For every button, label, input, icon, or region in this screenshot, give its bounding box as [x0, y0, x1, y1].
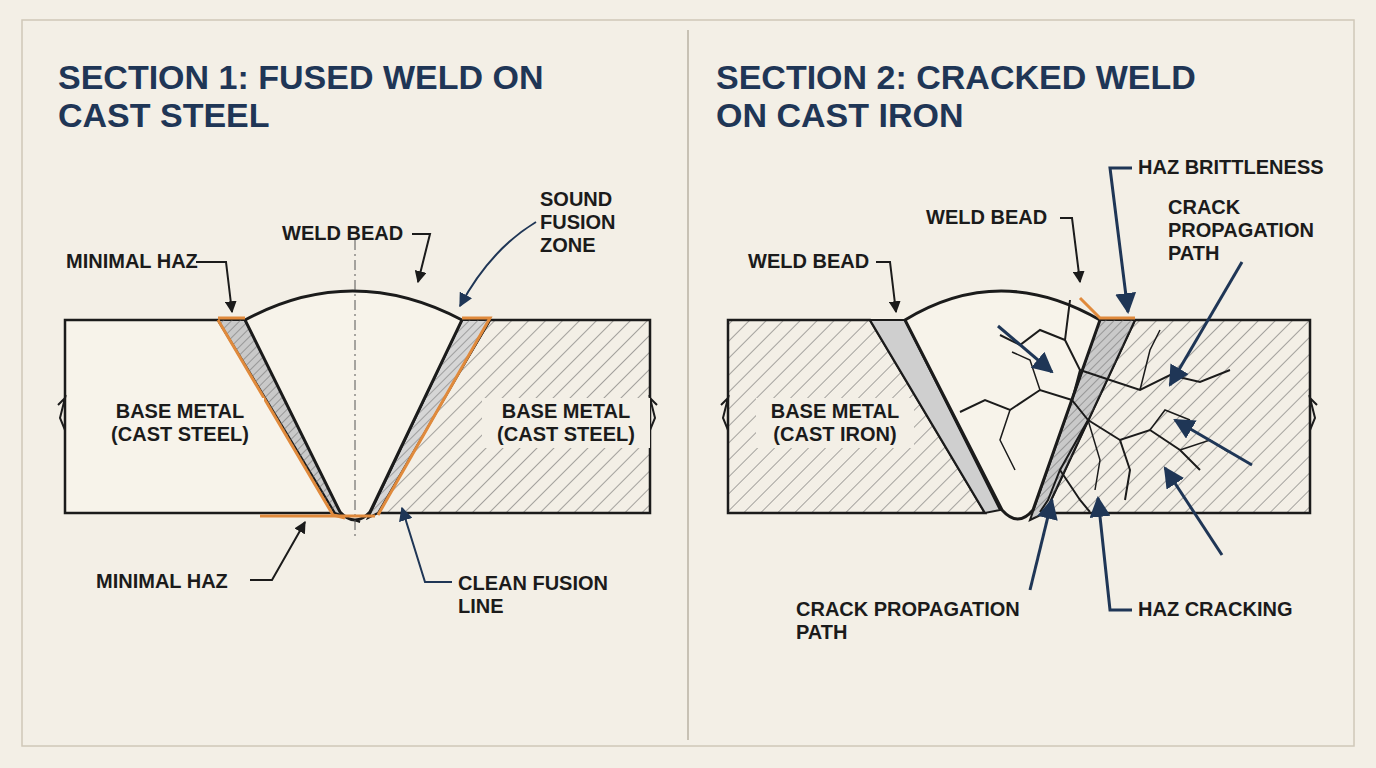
part-label: BASE METAL (CAST IRON)	[756, 398, 914, 448]
part-label: HAZ CRACKING	[1138, 598, 1292, 621]
cracks	[960, 300, 1230, 512]
section-1-drawing	[58, 240, 657, 540]
part-label: WELD BEAD	[926, 206, 1047, 229]
part-label: CRACK PROPAGATION PATH	[796, 598, 1032, 644]
part-label: HAZ BRITTLENESS	[1138, 156, 1324, 179]
part-label: WELD BEAD	[282, 222, 403, 245]
frame	[22, 20, 1354, 746]
divider	[687, 30, 689, 740]
part-label: MINIMAL HAZ	[96, 570, 228, 593]
part-label: BASE METAL (CAST STEEL)	[96, 398, 264, 448]
section-title: SECTION 1: FUSED WELD ON CAST STEEL	[58, 58, 578, 134]
part-label: WELD BEAD	[748, 250, 869, 273]
part-label: MINIMAL HAZ	[66, 250, 198, 273]
part-label: CRACK PROPAGATION PATH	[1168, 196, 1338, 265]
part-label: CLEAN FUSION LINE	[458, 572, 648, 618]
section-title: SECTION 2: CRACKED WELD ON CAST IRON	[716, 58, 1256, 134]
section-2-drawing	[721, 291, 1317, 520]
part-label: BASE METAL (CAST STEEL)	[482, 398, 650, 448]
part-label: SOUND FUSION ZONE	[540, 188, 670, 257]
